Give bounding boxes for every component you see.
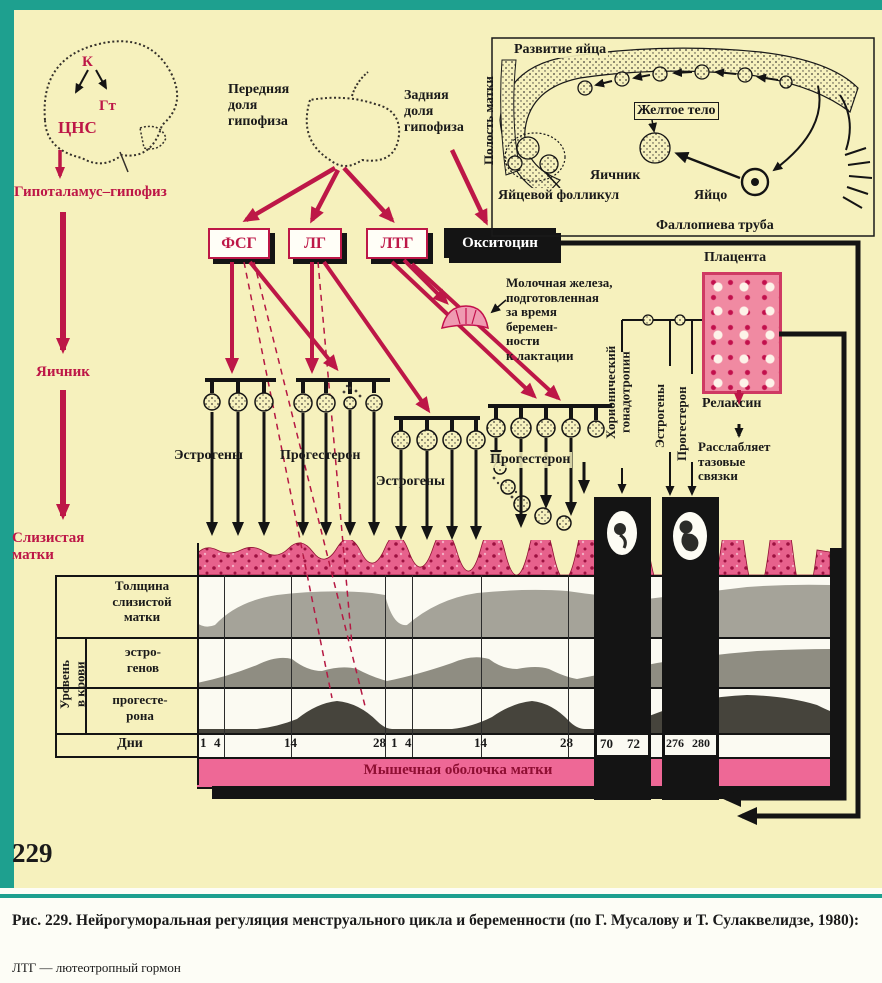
day-tick: 1 xyxy=(391,735,398,750)
estrogens-label-1: Эстрогены xyxy=(174,448,243,463)
row-label-estrogen: эстро- генов xyxy=(125,644,161,675)
day-gridline xyxy=(568,575,569,757)
day-tick: 14 xyxy=(474,735,487,750)
inset-corpus-luteum-label: Желтое тело xyxy=(634,102,719,121)
inset-tube-label: Фаллопиева труба xyxy=(654,218,776,235)
row-label-days: Дни xyxy=(117,736,143,751)
hypothalamus-label: Гипоталамус–гипофиз xyxy=(14,184,167,200)
day-tick: 276 xyxy=(666,736,684,750)
placenta-label: Плацента xyxy=(704,250,767,265)
grid-vline xyxy=(55,575,57,757)
day-gridline xyxy=(224,575,225,757)
inset-title: Развитие яйца xyxy=(512,42,609,59)
page-edge-left xyxy=(0,0,14,888)
grid-hline xyxy=(55,687,830,689)
day-tick: 70 xyxy=(600,736,613,751)
mucosa-label: Слизистая матки xyxy=(12,530,85,564)
day-gridline xyxy=(481,575,482,757)
day-gridline xyxy=(412,575,413,757)
day-tick: 4 xyxy=(214,735,221,750)
progesterone-label-1: Прогестерон xyxy=(280,448,361,463)
oxytocin-box: Окситоцин xyxy=(444,228,556,258)
page-number: 229 xyxy=(12,838,53,868)
placenta-progesterone-label: Прогестерон xyxy=(674,386,689,462)
day-tick: 1 xyxy=(200,735,207,750)
mammary-label: Молочная железа, подготовленная за время… xyxy=(506,275,613,363)
chart-right-shadow xyxy=(830,548,842,786)
inset-egg-label: Яйцо xyxy=(692,188,730,205)
caption-divider xyxy=(0,894,882,898)
page-edge-top xyxy=(0,0,882,10)
day-tick: 28 xyxy=(560,735,573,750)
grid-vline xyxy=(85,637,87,733)
inset-ovary-label: Яичник xyxy=(588,168,643,185)
relaxin-effect-label: Расслабляет тазовые связки xyxy=(698,439,771,484)
grid-hline xyxy=(55,733,830,735)
lh-box: ЛГ xyxy=(288,228,342,259)
lth-box: ЛТГ xyxy=(366,228,428,259)
day-tick: 28 xyxy=(373,735,386,750)
inset-cavity-label: Полость матки xyxy=(481,76,496,166)
brain-label-gt: Гт xyxy=(99,98,116,114)
brain-label-k: К xyxy=(82,54,93,70)
day-tick: 72 xyxy=(627,736,640,751)
relaxin-label: Релаксин xyxy=(702,396,762,411)
estrogens-label-2: Эстрогены xyxy=(376,474,445,489)
placenta-image xyxy=(702,272,782,394)
anterior-lobe-label: Передняя доля гипофиза xyxy=(228,82,290,130)
row-label-progesterone: прогесте- рона xyxy=(112,692,168,723)
fsh-box: ФСГ xyxy=(208,228,270,259)
chorionic-label: Хорионический гонадотропин xyxy=(603,345,633,439)
row-label-level: Уровень в крови xyxy=(57,659,88,709)
ovary-label: Яичник xyxy=(36,364,90,380)
muscle-band-label: Мышечная оболочка матки xyxy=(363,762,553,778)
day-gridline xyxy=(385,575,386,757)
posterior-lobe-label: Задняя доля гипофиза xyxy=(404,88,464,136)
grid-hline xyxy=(55,756,197,758)
day-tick: 14 xyxy=(284,735,297,750)
day-tick: 4 xyxy=(405,735,412,750)
progesterone-label-2: Прогестерон xyxy=(488,452,573,469)
figure-caption: Рис. 229. Нейрогуморальная регуляция мен… xyxy=(12,912,860,929)
chart-bottom-shadow xyxy=(212,786,842,799)
inset-follicle-label: Яйцевой фолликул xyxy=(496,188,622,205)
placenta-estrogens-label: Эстрогены xyxy=(652,384,667,449)
day-gridline xyxy=(291,575,292,757)
row-label-thickness: Толщина слизистой матки xyxy=(112,578,172,625)
caption-footnote: ЛТГ — лютеотропный гормон xyxy=(12,960,181,975)
grid-vline xyxy=(197,543,199,785)
grid-hline xyxy=(55,637,830,639)
day-tick: 280 xyxy=(692,736,710,750)
brain-label-cns: ЦНС xyxy=(58,118,97,137)
grid-hline xyxy=(55,575,830,577)
